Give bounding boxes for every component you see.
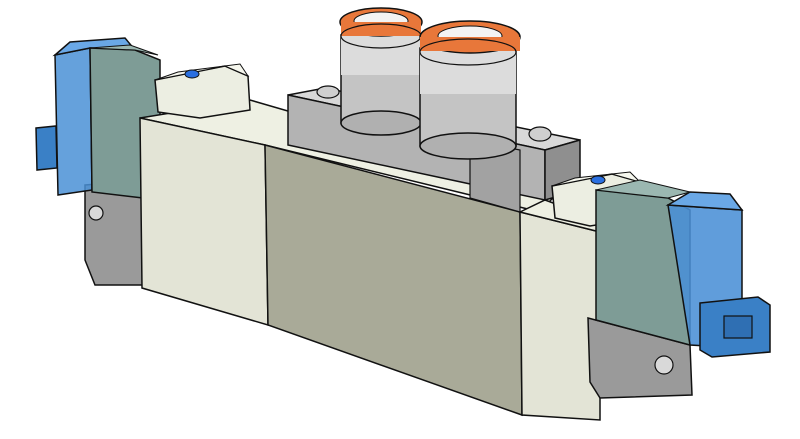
left-blue-cover-top	[52, 37, 137, 57]
left-indicator-light	[184, 69, 200, 79]
fitting-right	[419, 20, 521, 160]
body-left-block	[139, 117, 269, 327]
left-blue-cover-front	[54, 47, 93, 196]
right-solenoid	[587, 179, 771, 399]
left-indicator-cap	[154, 63, 251, 119]
right-blue-cover-top	[665, 191, 744, 211]
left-coil-top	[89, 44, 159, 56]
right-connector-slot	[723, 315, 753, 339]
left-connector-tab	[35, 125, 58, 171]
fitting-left	[339, 7, 423, 136]
right-indicator-light	[590, 175, 606, 185]
port-block-bolt-right	[528, 126, 552, 142]
body-right-block	[519, 211, 601, 421]
right-base-screw	[654, 355, 674, 375]
left-base-screw	[88, 205, 104, 221]
port-block-bolt-left	[316, 85, 340, 99]
